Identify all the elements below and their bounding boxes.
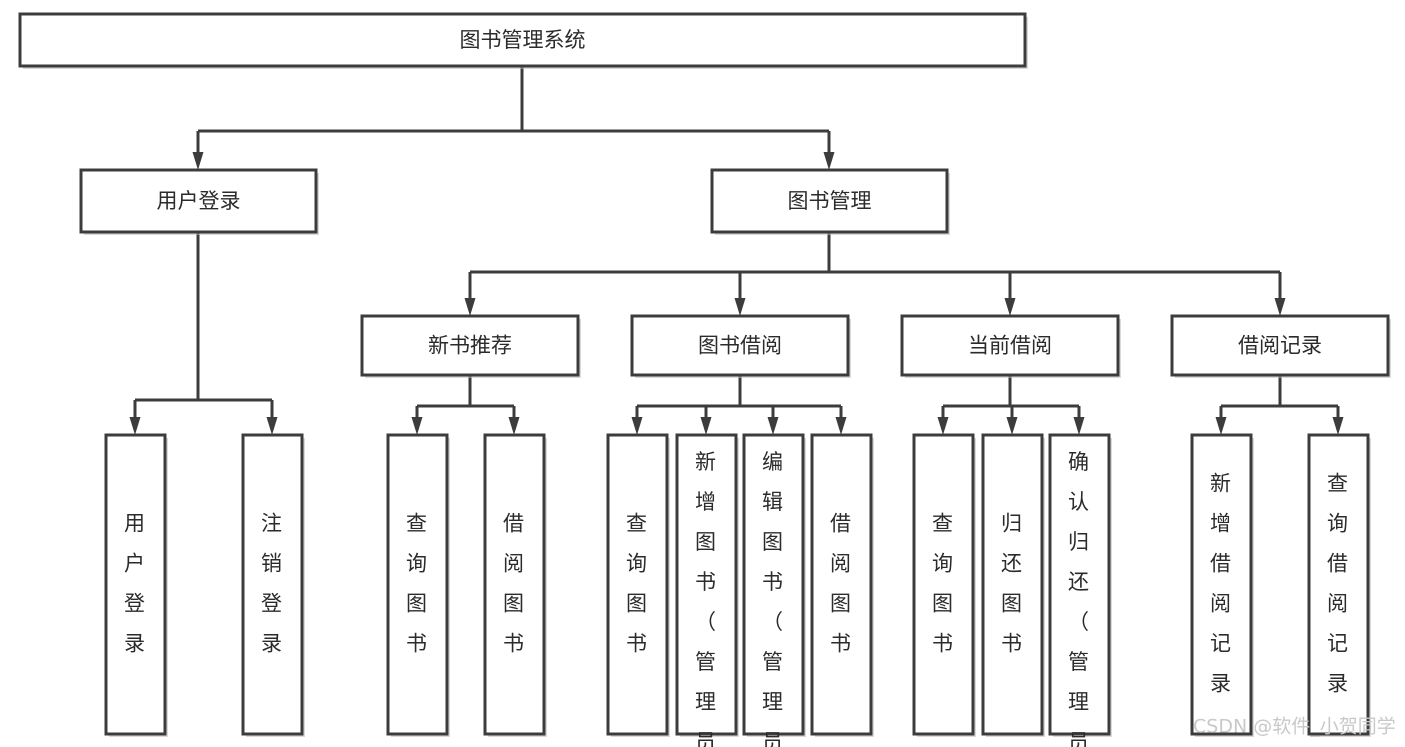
node-box[interactable]	[360, 314, 580, 377]
edge-arrowhead	[937, 417, 949, 435]
node-box[interactable]	[810, 433, 873, 736]
node-label: 编辑图书（管理员）	[762, 450, 785, 747]
node-label: 新书推荐	[428, 334, 512, 358]
node-leaf-br-add[interactable]: 新增借阅记录	[1190, 433, 1254, 737]
node-leaf-logout[interactable]: 注销登录	[241, 433, 305, 737]
node-box[interactable]	[675, 433, 738, 736]
edge-group-bus-book-borrow	[631, 375, 847, 435]
node-book-borrow[interactable]: 图书借阅	[630, 314, 851, 378]
node-new-book-rec[interactable]: 新书推荐	[360, 314, 581, 378]
node-label: 注销登录	[261, 512, 284, 656]
node-label: 新增借阅记录	[1210, 472, 1233, 696]
node-box[interactable]	[104, 433, 167, 736]
edge-arrowhead	[1006, 417, 1018, 435]
node-label: 用户登录	[124, 512, 147, 656]
edge-arrowhead	[1274, 298, 1286, 316]
edge-arrowhead	[823, 152, 835, 170]
node-box[interactable]	[710, 168, 949, 234]
node-label: 用户登录	[157, 189, 241, 213]
node-leaf-bb-add[interactable]: 新增图书（管理员）	[675, 433, 739, 747]
node-label: 确认归还（管理员）	[1068, 450, 1091, 747]
node-box[interactable]	[630, 314, 850, 377]
edge-arrowhead	[464, 298, 476, 316]
node-leaf-cb-return[interactable]: 归还图书	[981, 433, 1045, 737]
edge-group-bus-book-manage	[464, 232, 1286, 316]
edge-group-bus-root	[192, 66, 835, 170]
edge-group-bus-user-login	[129, 232, 278, 435]
edge-group-bus-current-borrow	[937, 375, 1085, 435]
node-leaf-br-query[interactable]: 查询借阅记录	[1307, 433, 1371, 737]
edge-arrowhead	[767, 417, 779, 435]
node-label: 新增图书（管理员）	[695, 450, 718, 747]
csdn-watermark: CSDN @软件_小贺同学	[1193, 716, 1396, 738]
node-box[interactable]	[79, 168, 318, 234]
edge-arrowhead	[1215, 417, 1227, 435]
node-leaf-cb-query[interactable]: 查询图书	[912, 433, 976, 737]
edge-arrowhead	[508, 417, 520, 435]
edge-arrowhead	[1073, 417, 1085, 435]
node-label: 图书管理系统	[460, 28, 586, 52]
node-label: 借阅记录	[1238, 334, 1322, 358]
node-box[interactable]	[1048, 433, 1111, 736]
node-leaf-rec-borrow[interactable]: 借阅图书	[483, 433, 547, 737]
node-label: 借阅图书	[830, 512, 853, 656]
edge-arrowhead	[734, 298, 746, 316]
node-label: 查询图书	[932, 512, 955, 656]
edge-arrowhead	[1004, 298, 1016, 316]
edge-arrowhead	[411, 417, 423, 435]
node-box[interactable]	[981, 433, 1044, 736]
node-label: 借阅图书	[503, 512, 526, 656]
node-label: 查询图书	[406, 512, 429, 656]
edge-arrowhead	[266, 417, 278, 435]
node-user-login[interactable]: 用户登录	[79, 168, 319, 235]
node-box[interactable]	[912, 433, 975, 736]
node-root[interactable]: 图书管理系统	[18, 12, 1028, 69]
node-box[interactable]	[742, 433, 805, 736]
node-box[interactable]	[18, 12, 1027, 68]
node-borrow-record[interactable]: 借阅记录	[1170, 314, 1391, 378]
edge-group-bus-new-book-rec	[411, 375, 520, 435]
node-box[interactable]	[483, 433, 546, 736]
node-leaf-bb-edit[interactable]: 编辑图书（管理员）	[742, 433, 806, 747]
edge-arrowhead	[192, 152, 204, 170]
node-box[interactable]	[386, 433, 449, 736]
edge-arrowhead	[700, 417, 712, 435]
node-box[interactable]	[1190, 433, 1253, 736]
node-leaf-user-login[interactable]: 用户登录	[104, 433, 168, 737]
edge-group-bus-borrow-record	[1215, 375, 1344, 435]
edge-arrowhead	[129, 417, 141, 435]
node-leaf-bb-borrow[interactable]: 借阅图书	[810, 433, 874, 737]
node-box[interactable]	[900, 314, 1120, 377]
node-book-manage[interactable]: 图书管理	[710, 168, 950, 235]
nodes-layer: 图书管理系统用户登录图书管理新书推荐图书借阅当前借阅借阅记录用户登录注销登录查询…	[18, 12, 1391, 747]
node-label: 归还图书	[1001, 512, 1024, 656]
edges-layer	[129, 66, 1344, 435]
node-label: 查询借阅记录	[1327, 472, 1350, 696]
node-label: 当前借阅	[968, 334, 1052, 358]
node-box[interactable]	[241, 433, 304, 736]
node-leaf-cb-confirm[interactable]: 确认归还（管理员）	[1048, 433, 1112, 747]
node-box[interactable]	[606, 433, 669, 736]
edge-arrowhead	[631, 417, 643, 435]
node-label: 图书管理	[788, 189, 872, 213]
node-label: 查询图书	[626, 512, 649, 656]
node-leaf-bb-query[interactable]: 查询图书	[606, 433, 670, 737]
edge-arrowhead	[835, 417, 847, 435]
node-leaf-rec-query[interactable]: 查询图书	[386, 433, 450, 737]
node-label: 图书借阅	[698, 334, 782, 358]
node-box[interactable]	[1170, 314, 1390, 377]
edge-arrowhead	[1332, 417, 1344, 435]
node-box[interactable]	[1307, 433, 1370, 736]
node-current-borrow[interactable]: 当前借阅	[900, 314, 1121, 378]
